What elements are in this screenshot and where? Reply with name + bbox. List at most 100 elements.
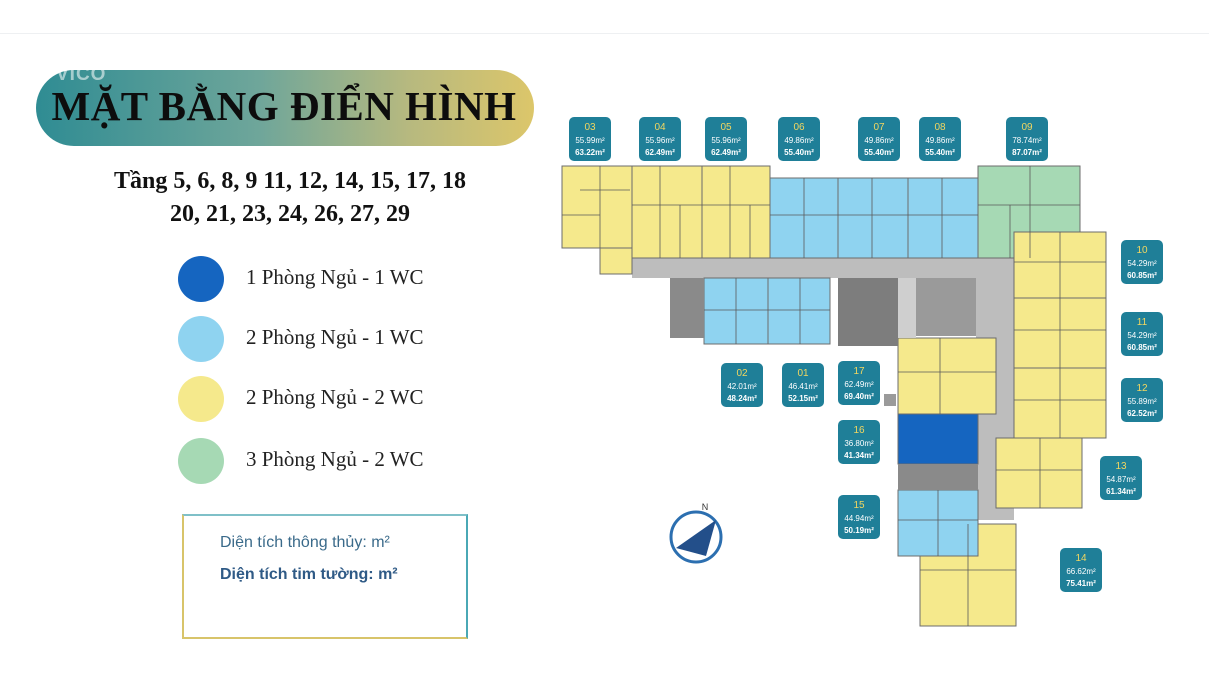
core-lobby <box>898 278 916 338</box>
top-divider <box>0 33 1209 34</box>
unit-tag-box <box>1121 240 1163 284</box>
unit-number: 04 <box>654 122 666 133</box>
unit-tag-box <box>838 361 880 405</box>
legend-swatch <box>178 256 224 302</box>
unit-tag-04: 04 55.96m² 62.49m² <box>639 117 681 161</box>
pillar <box>884 394 896 406</box>
unit-08-footprint <box>907 177 979 259</box>
vico-logo: VICO <box>56 64 107 85</box>
unit-clear-area: 54.29m² <box>1127 259 1157 268</box>
unit-tag-16: 16 36.80m² 41.34m² <box>838 420 880 464</box>
unit-clear-area: 66.62m² <box>1066 567 1096 576</box>
unit-tag-box <box>1121 312 1163 356</box>
unit-clear-area: 55.96m² <box>711 136 741 145</box>
unit-01-footprint <box>767 277 831 345</box>
unit-number: 06 <box>793 122 805 133</box>
legend-label: 1 Phòng Ngủ - 1 WC <box>246 265 424 289</box>
unit-tag-box <box>919 117 961 161</box>
unit-gross-area: 60.85m² <box>1127 271 1157 280</box>
unit-gross-area: 41.34m² <box>844 451 874 460</box>
unit-tag-box <box>838 420 880 464</box>
clear-area-note: Diện tích thông thủy: m² <box>220 534 390 551</box>
unit-clear-area: 54.29m² <box>1127 331 1157 340</box>
title-banner <box>36 70 534 146</box>
unit-clear-area: 44.94m² <box>844 514 874 523</box>
unit-clear-area: 36.80m² <box>844 439 874 448</box>
unit-gross-area: 62.49m² <box>645 148 675 157</box>
compass-north-label: N <box>702 502 709 512</box>
core-lifts <box>838 278 898 346</box>
unit-clear-area: 55.96m² <box>645 136 675 145</box>
unit-number: 10 <box>1136 245 1148 256</box>
legend-label: 3 Phòng Ngủ - 2 WC <box>246 447 424 471</box>
unit-clear-area: 55.99m² <box>575 136 605 145</box>
unit-number: 16 <box>853 425 865 436</box>
unit-clear-area: 49.86m² <box>864 136 894 145</box>
unit-16-footprint <box>897 413 979 465</box>
unit-tag-box <box>569 117 611 161</box>
unit-gross-area: 69.40m² <box>844 392 874 401</box>
legend-swatch <box>178 376 224 422</box>
unit-clear-area: 78.74m² <box>1012 136 1042 145</box>
unit-clear-area: 42.01m² <box>727 382 757 391</box>
unit-number: 17 <box>853 366 865 377</box>
unit-tag-box <box>639 117 681 161</box>
unit-gross-area: 52.15m² <box>788 394 818 403</box>
core-shafts <box>916 278 976 336</box>
gross-area-note: Diện tích tim tường: m² <box>220 566 398 583</box>
unit-tag-box <box>1100 456 1142 500</box>
unit-clear-area: 54.87m² <box>1106 475 1136 484</box>
unit-gross-area: 75.41m² <box>1066 579 1096 588</box>
unit-tag-02: 02 42.01m² 48.24m² <box>721 363 763 407</box>
unit-gross-area: 62.52m² <box>1127 409 1157 418</box>
unit-tag-13: 13 54.87m² 61.34m² <box>1100 456 1142 500</box>
unit-tag-box <box>838 495 880 539</box>
unit-tag-box <box>1006 117 1048 161</box>
unit-13-footprint <box>995 437 1083 509</box>
unit-tag-box <box>1121 378 1163 422</box>
unit-footprints <box>561 165 1107 627</box>
unit-gross-area: 50.19m² <box>844 526 874 535</box>
unit-gross-area: 48.24m² <box>727 394 757 403</box>
unit-tag-box <box>778 117 820 161</box>
unit-tag-box <box>1060 548 1102 592</box>
legend-swatch <box>178 316 224 362</box>
unit-number: 15 <box>853 500 865 511</box>
stair-left <box>670 278 704 338</box>
legend-label: 2 Phòng Ngủ - 2 WC <box>246 385 424 409</box>
unit-number: 09 <box>1021 122 1033 133</box>
compass-icon: N <box>669 502 723 564</box>
unit-17-footprint <box>897 337 997 415</box>
unit-clear-area: 62.49m² <box>844 380 874 389</box>
unit-03-footprint <box>561 165 633 249</box>
corridor-horizontal <box>632 258 1010 278</box>
unit-clear-area: 55.89m² <box>1127 397 1157 406</box>
unit-gross-area: 55.40m² <box>784 148 814 157</box>
partition-lines <box>562 166 1106 626</box>
unit-clear-area: 46.41m² <box>788 382 818 391</box>
unit-tag-01: 01 46.41m² 52.15m² <box>782 363 824 407</box>
unit-number: 08 <box>934 122 946 133</box>
core-bottom <box>898 464 978 490</box>
unit-tag-15: 15 44.94m² 50.19m² <box>838 495 880 539</box>
unit-tag-box <box>721 363 763 407</box>
unit-number: 13 <box>1115 461 1127 472</box>
unit-tag-box <box>782 363 824 407</box>
unit-gross-area: 61.34m² <box>1106 487 1136 496</box>
unit-number: 11 <box>1137 317 1148 328</box>
unit-tag-17: 17 62.49m² 69.40m² <box>838 361 880 405</box>
unit-tag-12: 12 55.89m² 62.52m² <box>1121 378 1163 422</box>
unit-number: 12 <box>1136 383 1148 394</box>
unit-gross-area: 87.07m² <box>1012 148 1042 157</box>
unit-number: 02 <box>736 368 748 379</box>
building-core <box>670 278 978 490</box>
unit-03-balcony <box>599 247 633 275</box>
legend-label: 2 Phòng Ngủ - 1 WC <box>246 325 424 349</box>
unit-07-footprint <box>837 177 909 259</box>
unit-number: 01 <box>797 368 809 379</box>
unit-clear-area: 49.86m² <box>925 136 955 145</box>
